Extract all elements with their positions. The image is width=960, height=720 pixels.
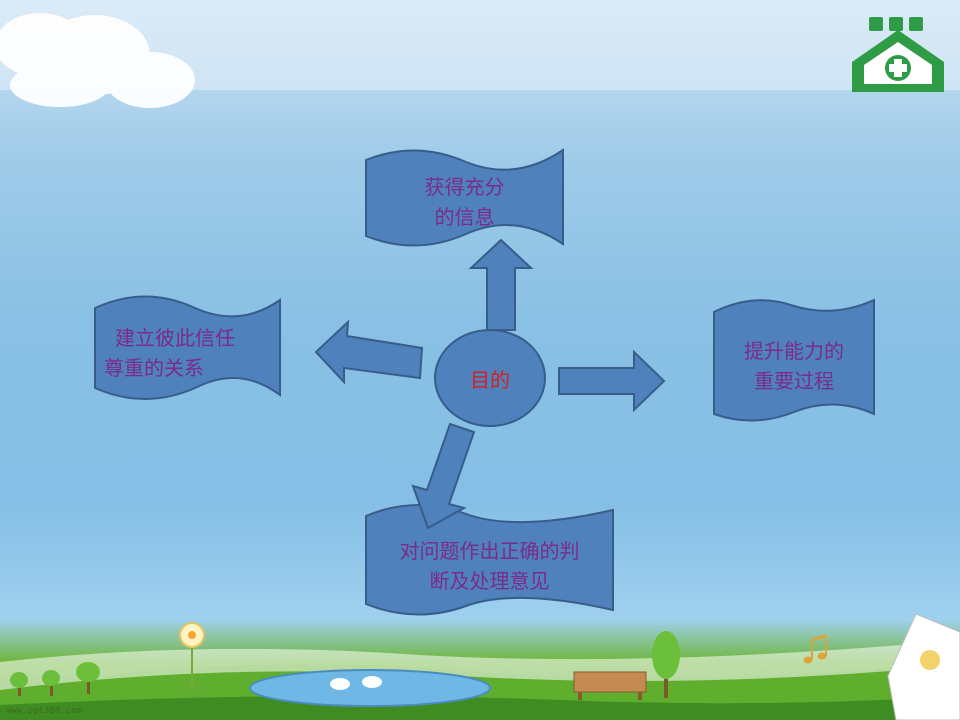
node-top-shape <box>365 148 564 247</box>
node-top-line1: 获得充分 <box>424 175 505 199</box>
flower-decoration <box>179 622 205 690</box>
node-top-line2: 的信息 <box>434 205 495 229</box>
cloud-decoration <box>0 13 195 108</box>
music-note-icon <box>803 634 827 664</box>
node-bottom-line2: 断及处理意见 <box>429 569 550 593</box>
diagram <box>94 148 875 616</box>
hospital-logo-icon <box>852 17 944 92</box>
node-left-line2: 尊重的关系 <box>104 356 204 380</box>
pond-with-swans <box>249 669 491 707</box>
node-right-label: 提升能力的 重要过程 <box>714 336 874 396</box>
footer-url: www.ppt360.com <box>6 706 82 716</box>
node-left-label: 建立彼此信任 尊重的关系 <box>90 323 260 383</box>
node-right-line1: 提升能力的 <box>744 339 844 363</box>
node-left-line1: 建立彼此信任 <box>115 326 235 350</box>
tree-decoration <box>10 631 680 698</box>
node-right-line2: 重要过程 <box>754 369 834 393</box>
notebook-icon <box>887 613 960 720</box>
arrow-left <box>314 319 424 385</box>
center-label: 目的 <box>470 368 510 392</box>
node-top-label: 获得充分 的信息 <box>366 172 563 232</box>
node-bottom-line1: 对问题作出正确的判 <box>399 539 580 563</box>
node-right-shape <box>713 298 875 422</box>
arrow-right <box>558 349 666 413</box>
park-bench <box>573 671 647 700</box>
arrow-down <box>411 422 476 530</box>
node-left-shape <box>94 295 281 400</box>
arrow-up <box>468 238 534 331</box>
node-bottom-label: 对问题作出正确的判 断及处理意见 <box>366 536 613 596</box>
